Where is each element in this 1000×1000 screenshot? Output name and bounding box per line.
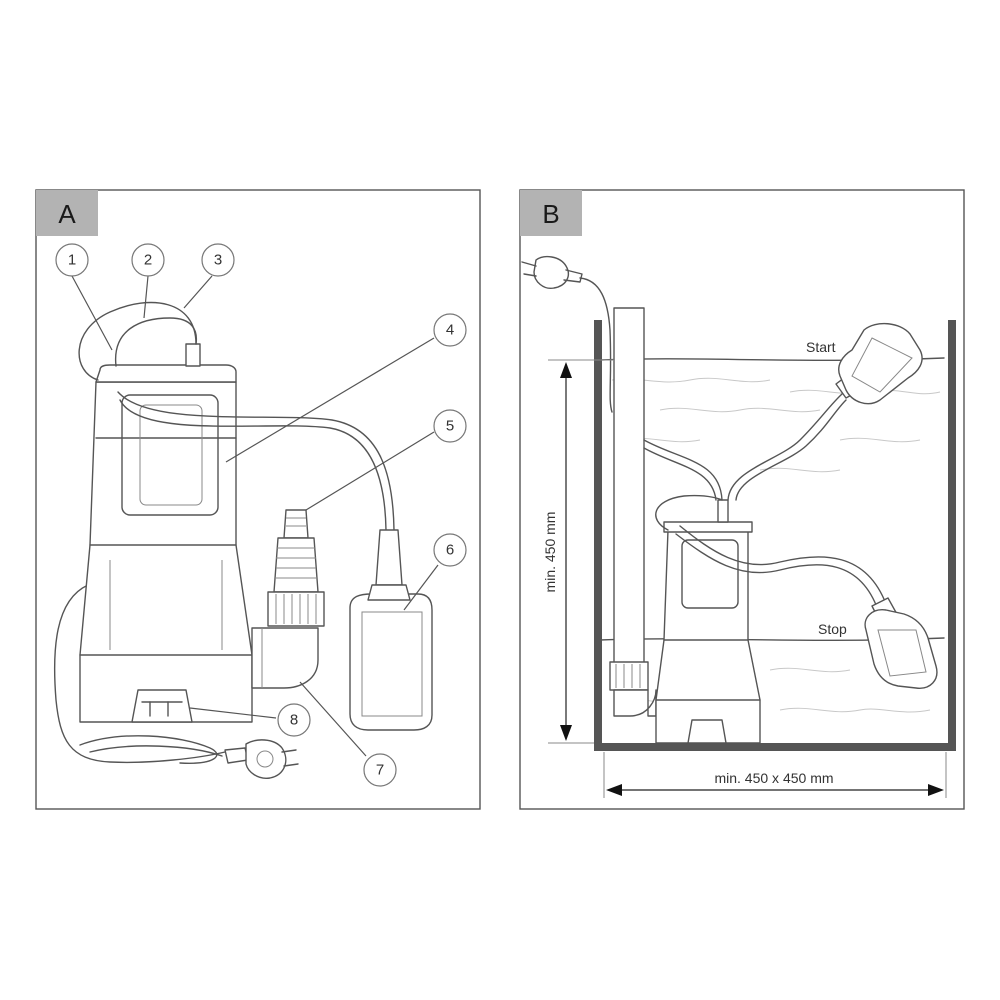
svg-text:2: 2 bbox=[144, 252, 152, 269]
height-dimension: min. 450 mm bbox=[542, 359, 614, 744]
hose-connector-icon bbox=[267, 509, 325, 627]
tank-wall-right bbox=[948, 320, 956, 750]
tank-floor bbox=[594, 743, 956, 751]
svg-text:4: 4 bbox=[446, 322, 454, 339]
width-label: min. 450 x 450 mm bbox=[714, 770, 833, 786]
callout-4: 4 bbox=[433, 313, 467, 347]
float-switch-icon bbox=[349, 529, 433, 731]
callout-3: 3 bbox=[201, 243, 235, 277]
callout-6: 6 bbox=[433, 533, 467, 567]
float-switch-start-icon bbox=[835, 323, 923, 405]
svg-text:8: 8 bbox=[290, 712, 298, 729]
float-switch-stop-icon bbox=[864, 597, 938, 689]
start-label: Start bbox=[806, 339, 836, 355]
stop-label: Stop bbox=[818, 621, 847, 637]
cable-coil bbox=[79, 735, 218, 764]
callout-1: 1 bbox=[55, 243, 89, 277]
carry-handle bbox=[78, 301, 197, 381]
panel-a-tab bbox=[36, 190, 98, 236]
cable-coil-2 bbox=[89, 745, 223, 757]
panel-a: A bbox=[35, 189, 481, 810]
callout-2: 2 bbox=[131, 243, 165, 277]
svg-text:6: 6 bbox=[446, 542, 454, 559]
panel-a-label: A bbox=[58, 199, 76, 229]
power-cable-b bbox=[579, 277, 613, 413]
tank-wall-left bbox=[594, 320, 602, 750]
callout-8: 8 bbox=[277, 703, 311, 737]
pump-body bbox=[78, 301, 253, 723]
svg-text:7: 7 bbox=[376, 762, 384, 779]
panel-b-label: B bbox=[542, 199, 559, 229]
angle-adapter-icon bbox=[251, 627, 319, 689]
panel-b: B bbox=[519, 189, 965, 810]
svg-text:3: 3 bbox=[214, 252, 222, 269]
panel-b-tab bbox=[520, 190, 582, 236]
power-cable bbox=[53, 584, 226, 764]
schuko-plug-icon bbox=[224, 739, 299, 779]
float-cable-start bbox=[727, 393, 843, 501]
height-label: min. 450 mm bbox=[542, 512, 558, 593]
pump-in-tank bbox=[655, 494, 761, 744]
float-cable-stop bbox=[675, 533, 879, 611]
discharge-pipe bbox=[613, 307, 645, 689]
float-cable bbox=[119, 399, 387, 531]
width-dimension: min. 450 x 450 mm bbox=[603, 752, 947, 798]
svg-text:1: 1 bbox=[68, 252, 76, 269]
callout-5: 5 bbox=[433, 409, 467, 443]
callout-7: 7 bbox=[363, 753, 397, 787]
svg-text:5: 5 bbox=[446, 418, 454, 435]
